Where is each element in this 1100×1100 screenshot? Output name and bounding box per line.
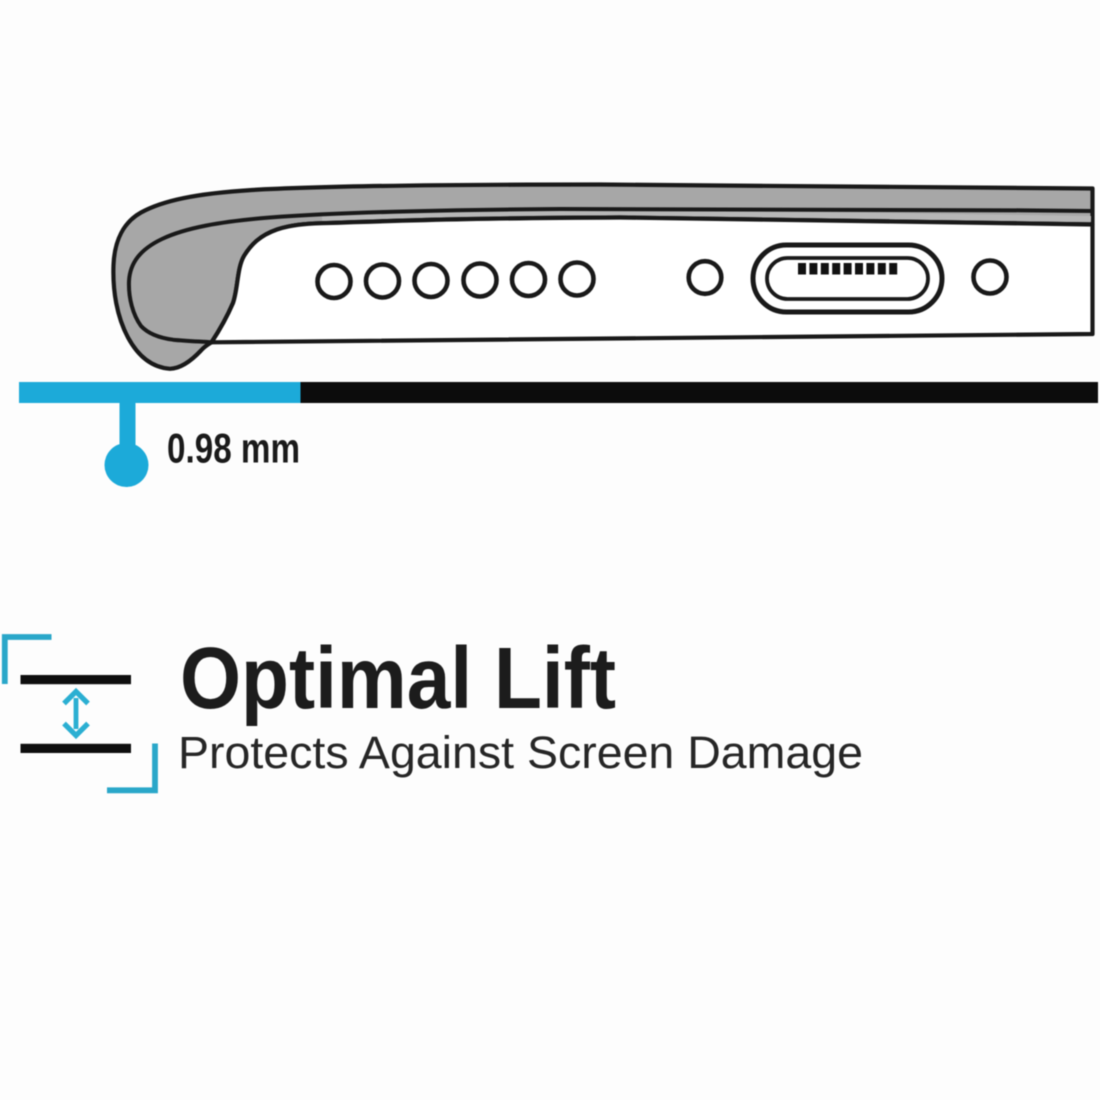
svg-text:0.98 mm: 0.98 mm [167, 425, 300, 472]
svg-text:Optimal Lift: Optimal Lift [180, 630, 616, 727]
svg-text:Protects Against Screen Damage: Protects Against Screen Damage [178, 727, 863, 778]
